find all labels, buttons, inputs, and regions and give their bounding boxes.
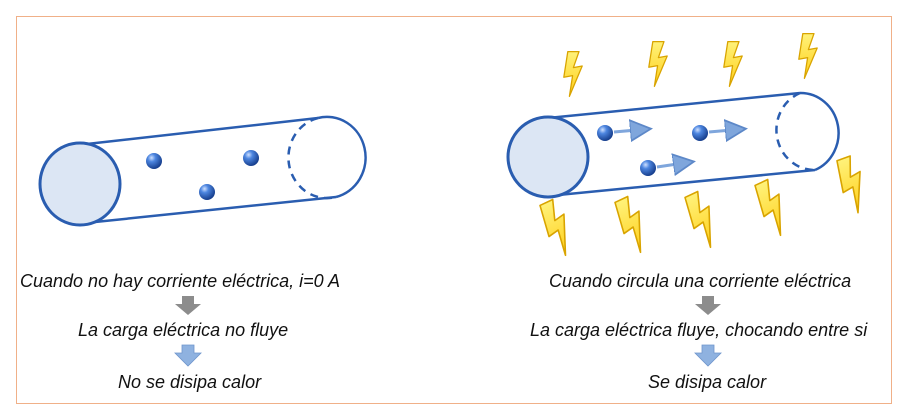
left-conductor-cylinder (38, 115, 367, 227)
lightning-bolt-icon (798, 32, 819, 80)
velocity-arrow (708, 129, 743, 132)
right-step-arrows (694, 296, 722, 367)
down-arrow-gray-icon (175, 296, 201, 315)
lightning-bolt-icon (831, 153, 874, 216)
right-caption-heat-dissipated: Se disipa calor (648, 372, 767, 392)
down-arrow-blue-icon (694, 344, 722, 367)
down-arrow-blue-icon (174, 344, 202, 367)
charge-sphere-icon (199, 184, 215, 200)
charge-sphere-icon (146, 153, 162, 169)
charge-sphere-icon (597, 125, 613, 141)
right-moving-charges (597, 125, 743, 176)
left-charges (146, 150, 259, 200)
velocity-arrow (656, 162, 691, 167)
lightning-bolt-icon (609, 193, 656, 257)
lightning-bolt-icon (534, 196, 581, 260)
left-caption-charge-no-flow: La carga eléctrica no fluye (78, 320, 289, 340)
left-caption-no-current: Cuando no hay corriente eléctrica, i=0 A (20, 271, 341, 291)
velocity-arrow (613, 129, 648, 132)
lightning-bolt-icon (563, 50, 584, 98)
right-conductor-cylinder (506, 91, 840, 199)
right-caption-charge-flows-colliding: La carga eléctrica fluye, chocando entre… (530, 320, 868, 340)
left-caption-no-heat: No se disipa calor (118, 372, 262, 392)
left-step-arrows (174, 296, 202, 367)
charge-sphere-icon (243, 150, 259, 166)
figure-frame (16, 16, 892, 404)
lightning-bolt-icon (723, 40, 744, 88)
charge-sphere-icon (640, 160, 656, 176)
charge-sphere-icon (692, 125, 708, 141)
down-arrow-gray-icon (695, 296, 721, 315)
lightning-bolt-icon (679, 188, 726, 252)
right-caption-current-flows: Cuando circula una corriente eléctrica (549, 271, 852, 291)
lightning-bolt-icon (648, 40, 669, 88)
lightning-bolt-icon (749, 176, 796, 240)
